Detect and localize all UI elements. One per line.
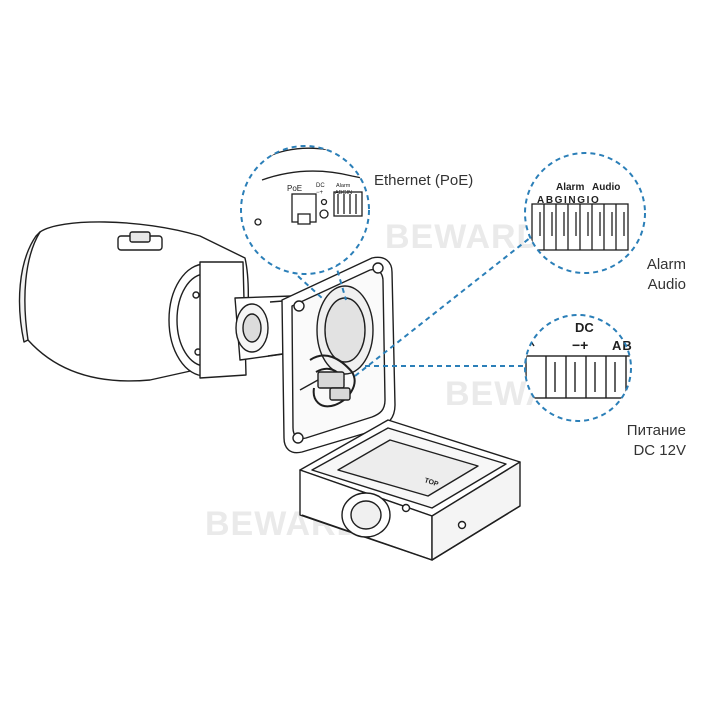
zoom-ethernet-poe: PoE [287, 184, 302, 193]
zoom-power-pins: AB [612, 338, 633, 353]
zoom-alarm-label: Alarm [556, 182, 584, 193]
leader-alarm [354, 229, 541, 377]
mount-plate-illustration [281, 256, 396, 454]
zoom-ethernet-dc-polarity: −+ [316, 190, 324, 196]
callout-alarm-audio: Alarm Audio [620, 255, 686, 295]
callout-ethernet: Ethernet (PoE) [374, 171, 473, 191]
callout-power: Питание DC 12V [606, 421, 686, 461]
leader-ethernet-right [334, 261, 347, 301]
callout-power-label: Питание [626, 422, 686, 439]
camera-body-illustration [18, 221, 301, 382]
callout-audio-label: Audio [647, 276, 686, 293]
zoom-power-dc: DC [575, 320, 594, 335]
zoom-ethernet: PoE DC −+ Alarm ABGIN [240, 145, 370, 275]
zoom-alarm-pins: ABGINGIO [537, 195, 600, 206]
callout-ethernet-label: Ethernet (PoE) [374, 172, 474, 189]
top-mark: TOP [423, 477, 439, 488]
callout-power-voltage: DC 12V [633, 442, 686, 459]
zoom-alarm-audio: Alarm Audio ABGINGIO [524, 152, 646, 274]
zoom-audio-label: Audio [592, 182, 620, 193]
zoom-power-polarity: −+ [572, 337, 588, 353]
watermark: BEWARD [385, 218, 543, 256]
zoom-ethernet-alarm: Alarm [336, 183, 351, 189]
terminal-block-illustration [531, 203, 629, 251]
zoom-power: DC −+ AB [524, 314, 633, 422]
callout-alarm-label: Alarm [646, 256, 686, 273]
zoom-ethernet-dc: DC [316, 183, 325, 189]
junction-box-illustration: TOP [299, 419, 521, 561]
zoom-ethernet-alarm-pins: ABGIN [335, 190, 352, 196]
